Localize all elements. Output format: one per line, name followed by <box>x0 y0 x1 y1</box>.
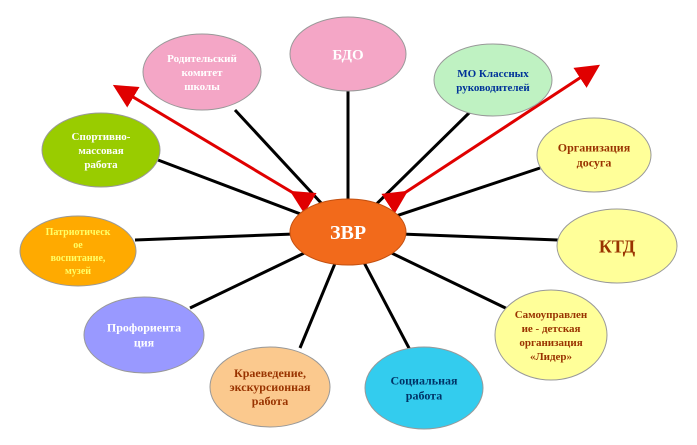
node-ellipse-social-work <box>364 346 484 430</box>
arrow-group <box>112 64 601 214</box>
node-label-self-government: ие - детская <box>522 323 581 335</box>
node-patriotic: Патриотическ ое воспитание, музей <box>19 215 137 287</box>
node-ellipse-career-guidance <box>83 296 205 374</box>
node-label-local-history: работа <box>252 394 288 408</box>
node-label-patriotic: Патриотическ <box>46 227 111 238</box>
node-bdo: БДО <box>289 16 407 92</box>
node-label-bdo: БДО <box>332 47 363 63</box>
node-label-social-work: работа <box>406 389 442 403</box>
arrow-right <box>381 64 601 214</box>
node-label-patriotic: воспитание, <box>51 253 106 264</box>
node-label-local-history: Краеведение, <box>234 366 306 380</box>
node-label-social-work: Социальная <box>390 374 458 388</box>
node-self-government: Самоуправлен ие - детская организация «Лиде… <box>494 289 608 381</box>
node-label-self-government: «Лидер» <box>530 351 572 363</box>
arrow-left <box>112 84 317 214</box>
node-label-patriotic: музей <box>65 266 91 277</box>
node-ellipse-mo-class-leaders <box>433 43 553 117</box>
node-label-mo-class-leaders: руководителей <box>456 82 530 94</box>
node-label-parents-committee: комитет <box>181 67 223 79</box>
node-label-self-government: организация <box>519 337 582 349</box>
node-label-patriotic: ое <box>73 240 83 251</box>
node-ellipse-ktd <box>556 208 678 284</box>
node-label-parents-committee: школы <box>184 81 220 93</box>
node-label-leisure: досуга <box>577 156 612 170</box>
center-ellipse <box>289 198 407 266</box>
node-ellipse-leisure <box>536 117 652 193</box>
node-ktd: КТД <box>556 208 678 284</box>
node-sports: Спортивно-массовая работа <box>41 112 161 188</box>
node-label-local-history: экскурсионная <box>229 380 311 394</box>
node-group: БДО МО Классных руководителейОрганизациядо… <box>19 16 678 430</box>
node-ellipse-self-government <box>494 289 608 381</box>
node-label-sports: массовая <box>78 145 123 157</box>
node-label-parents-committee: Родительский <box>167 53 237 65</box>
node-label-sports: Спортивно- <box>72 131 131 143</box>
node-label-career-guidance: ция <box>134 336 155 350</box>
node-label-self-government: Самоуправлен <box>515 309 588 321</box>
node-ellipse-sports <box>41 112 161 188</box>
node-label-ktd: КТД <box>599 236 636 256</box>
node-ellipse-local-history <box>209 346 331 428</box>
center-label: ЗВР <box>330 222 366 244</box>
node-mo-class-leaders: МО Классных руководителей <box>433 43 553 117</box>
node-ellipse-bdo <box>289 16 407 92</box>
node-label-leisure: Организация <box>558 141 631 155</box>
node-label-sports: работа <box>84 159 118 171</box>
node-parents-committee: Родительский комитет школы <box>142 33 262 111</box>
center-node: ЗВР <box>289 198 407 266</box>
node-ellipse-patriotic <box>19 215 137 287</box>
node-label-career-guidance: Профориента <box>107 321 181 335</box>
node-label-mo-class-leaders: МО Классных <box>457 68 529 80</box>
node-ellipse-parents-committee <box>142 33 262 111</box>
